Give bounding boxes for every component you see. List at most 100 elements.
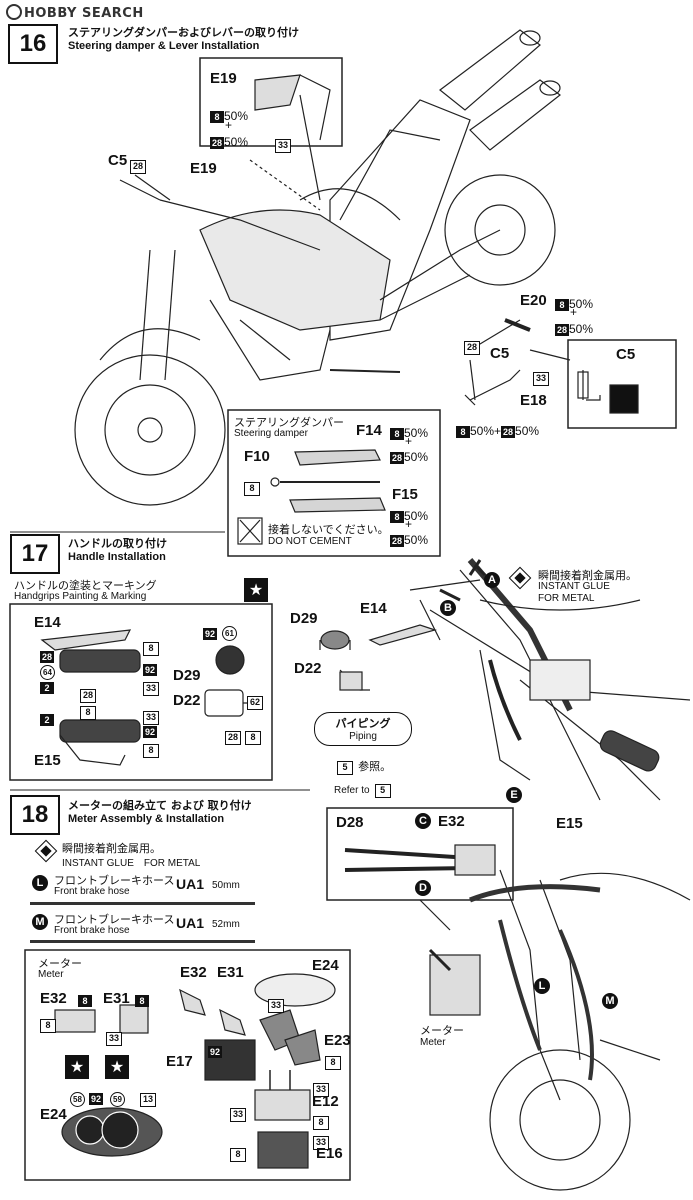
percent: 50% bbox=[515, 424, 540, 438]
step-16-number: 16 bbox=[8, 24, 58, 64]
step-17-title-en: Handle Installation bbox=[68, 551, 166, 563]
color-code: 33 bbox=[533, 372, 549, 386]
color-code: 8 bbox=[143, 744, 159, 758]
label-e18: E18 bbox=[520, 392, 547, 409]
pointer-d: D bbox=[415, 880, 431, 896]
c59: 59 bbox=[110, 1087, 125, 1107]
color-code: 28 bbox=[130, 160, 146, 174]
c8b: 8 bbox=[80, 700, 96, 720]
c2b: 2 bbox=[40, 708, 54, 727]
plus-sign: + bbox=[405, 517, 413, 531]
pointer-m: M bbox=[602, 993, 618, 1009]
c92b: 92 bbox=[208, 1040, 222, 1059]
motorcycle-drawing-step16 bbox=[74, 29, 571, 506]
color-code: 8 bbox=[135, 995, 149, 1007]
meter-label-en-2: Meter bbox=[420, 1037, 446, 1048]
c62: 62 bbox=[247, 690, 263, 710]
logo-circle-icon bbox=[6, 4, 22, 20]
color-code: 64 bbox=[40, 665, 55, 680]
color-code: 8 bbox=[390, 511, 404, 523]
c61: 61 bbox=[222, 621, 237, 641]
c8b: 8 bbox=[135, 989, 149, 1008]
divider bbox=[30, 902, 255, 905]
label-e31: E31 bbox=[103, 990, 130, 1007]
glue-note-jp: 瞬間接着剤金属用。 bbox=[538, 569, 637, 582]
c8d: 8 bbox=[245, 725, 261, 745]
color-code: 28 bbox=[464, 341, 480, 355]
color-code: 58 bbox=[70, 1092, 85, 1107]
label-e15-grip: E15 bbox=[34, 752, 61, 769]
piping-jp: パイピング bbox=[335, 717, 391, 730]
c8a: 8 bbox=[78, 989, 92, 1008]
color-code: 8 bbox=[80, 706, 96, 720]
color-code: 8 bbox=[555, 299, 569, 311]
c92c: 92 bbox=[203, 622, 217, 641]
color-code: 2 bbox=[40, 714, 54, 726]
percent: 50% bbox=[404, 509, 429, 523]
label-e12: E12 bbox=[312, 1093, 339, 1110]
color-code: 33 bbox=[275, 139, 291, 153]
glue-note-en1: INSTANT GLUE bbox=[538, 581, 610, 592]
c92b: 92 bbox=[143, 720, 157, 739]
step-18-number: 18 bbox=[10, 795, 60, 835]
color-code: 92 bbox=[89, 1093, 103, 1105]
no-cement-en: DO NOT CEMENT bbox=[268, 536, 352, 547]
plus-sign: + bbox=[225, 118, 233, 132]
color-code: 33 bbox=[143, 682, 159, 696]
c92: 92 bbox=[89, 1087, 103, 1106]
percent: 50% bbox=[404, 426, 429, 440]
label-e32b: E32 bbox=[180, 964, 207, 981]
color-code: 33 bbox=[268, 999, 284, 1013]
star-icon: ★ bbox=[244, 578, 268, 602]
f10-color: 8 bbox=[244, 476, 260, 496]
pointer-l: L bbox=[534, 978, 550, 994]
color-code: 8 bbox=[143, 642, 159, 656]
label-f10: F10 bbox=[244, 448, 270, 465]
c2a: 2 bbox=[40, 676, 54, 695]
color-code: 33 bbox=[313, 1083, 329, 1097]
c92a: 92 bbox=[143, 658, 157, 677]
label-d29-grip: D29 bbox=[173, 667, 201, 684]
color-code: 2 bbox=[40, 682, 54, 694]
color-code: 8 bbox=[313, 1116, 329, 1130]
label-d22-grip: D22 bbox=[173, 692, 201, 709]
color-33-e19: 33 bbox=[275, 133, 291, 153]
pointer-e: E bbox=[506, 787, 522, 803]
color-code: 92 bbox=[203, 628, 217, 640]
c28c: 28 bbox=[225, 725, 241, 745]
refer-en: Refer to 5 bbox=[334, 778, 391, 798]
c8a: 8 bbox=[143, 636, 159, 656]
hose-m-code: UA1 bbox=[176, 915, 205, 931]
label-f15: F15 bbox=[392, 486, 418, 503]
color-code: 28 bbox=[555, 324, 569, 336]
color-code: 28 bbox=[390, 535, 404, 547]
c58: 58 bbox=[70, 1087, 85, 1107]
refer-jp: 5 参照。 bbox=[337, 755, 391, 775]
label-e31b: E31 bbox=[217, 964, 244, 981]
c33e: 33 bbox=[313, 1130, 329, 1150]
color-code: 33 bbox=[230, 1108, 246, 1122]
color-code: 8 bbox=[230, 1148, 246, 1162]
color-code: 62 bbox=[247, 696, 263, 710]
paint-title-en: Handgrips Painting & Marking bbox=[14, 591, 147, 602]
color-code: 8 bbox=[245, 731, 261, 745]
label-e14-grip: E14 bbox=[34, 614, 61, 631]
step-16-title-en: Steering damper & Lever Installation bbox=[68, 40, 260, 52]
hose-m-badge: M bbox=[32, 914, 48, 930]
color-code: 8 bbox=[78, 995, 92, 1007]
c64: 64 bbox=[40, 660, 55, 680]
hose-m-jp: フロントブレーキホース bbox=[54, 913, 175, 926]
c28a: 28 bbox=[40, 645, 54, 664]
meter-label-jp-2: メーター bbox=[420, 1024, 464, 1037]
c13: 13 bbox=[140, 1087, 156, 1107]
color-code: 28 bbox=[501, 426, 516, 438]
color-code: 8 bbox=[390, 428, 404, 440]
refer-step-num: 5 bbox=[374, 784, 391, 798]
